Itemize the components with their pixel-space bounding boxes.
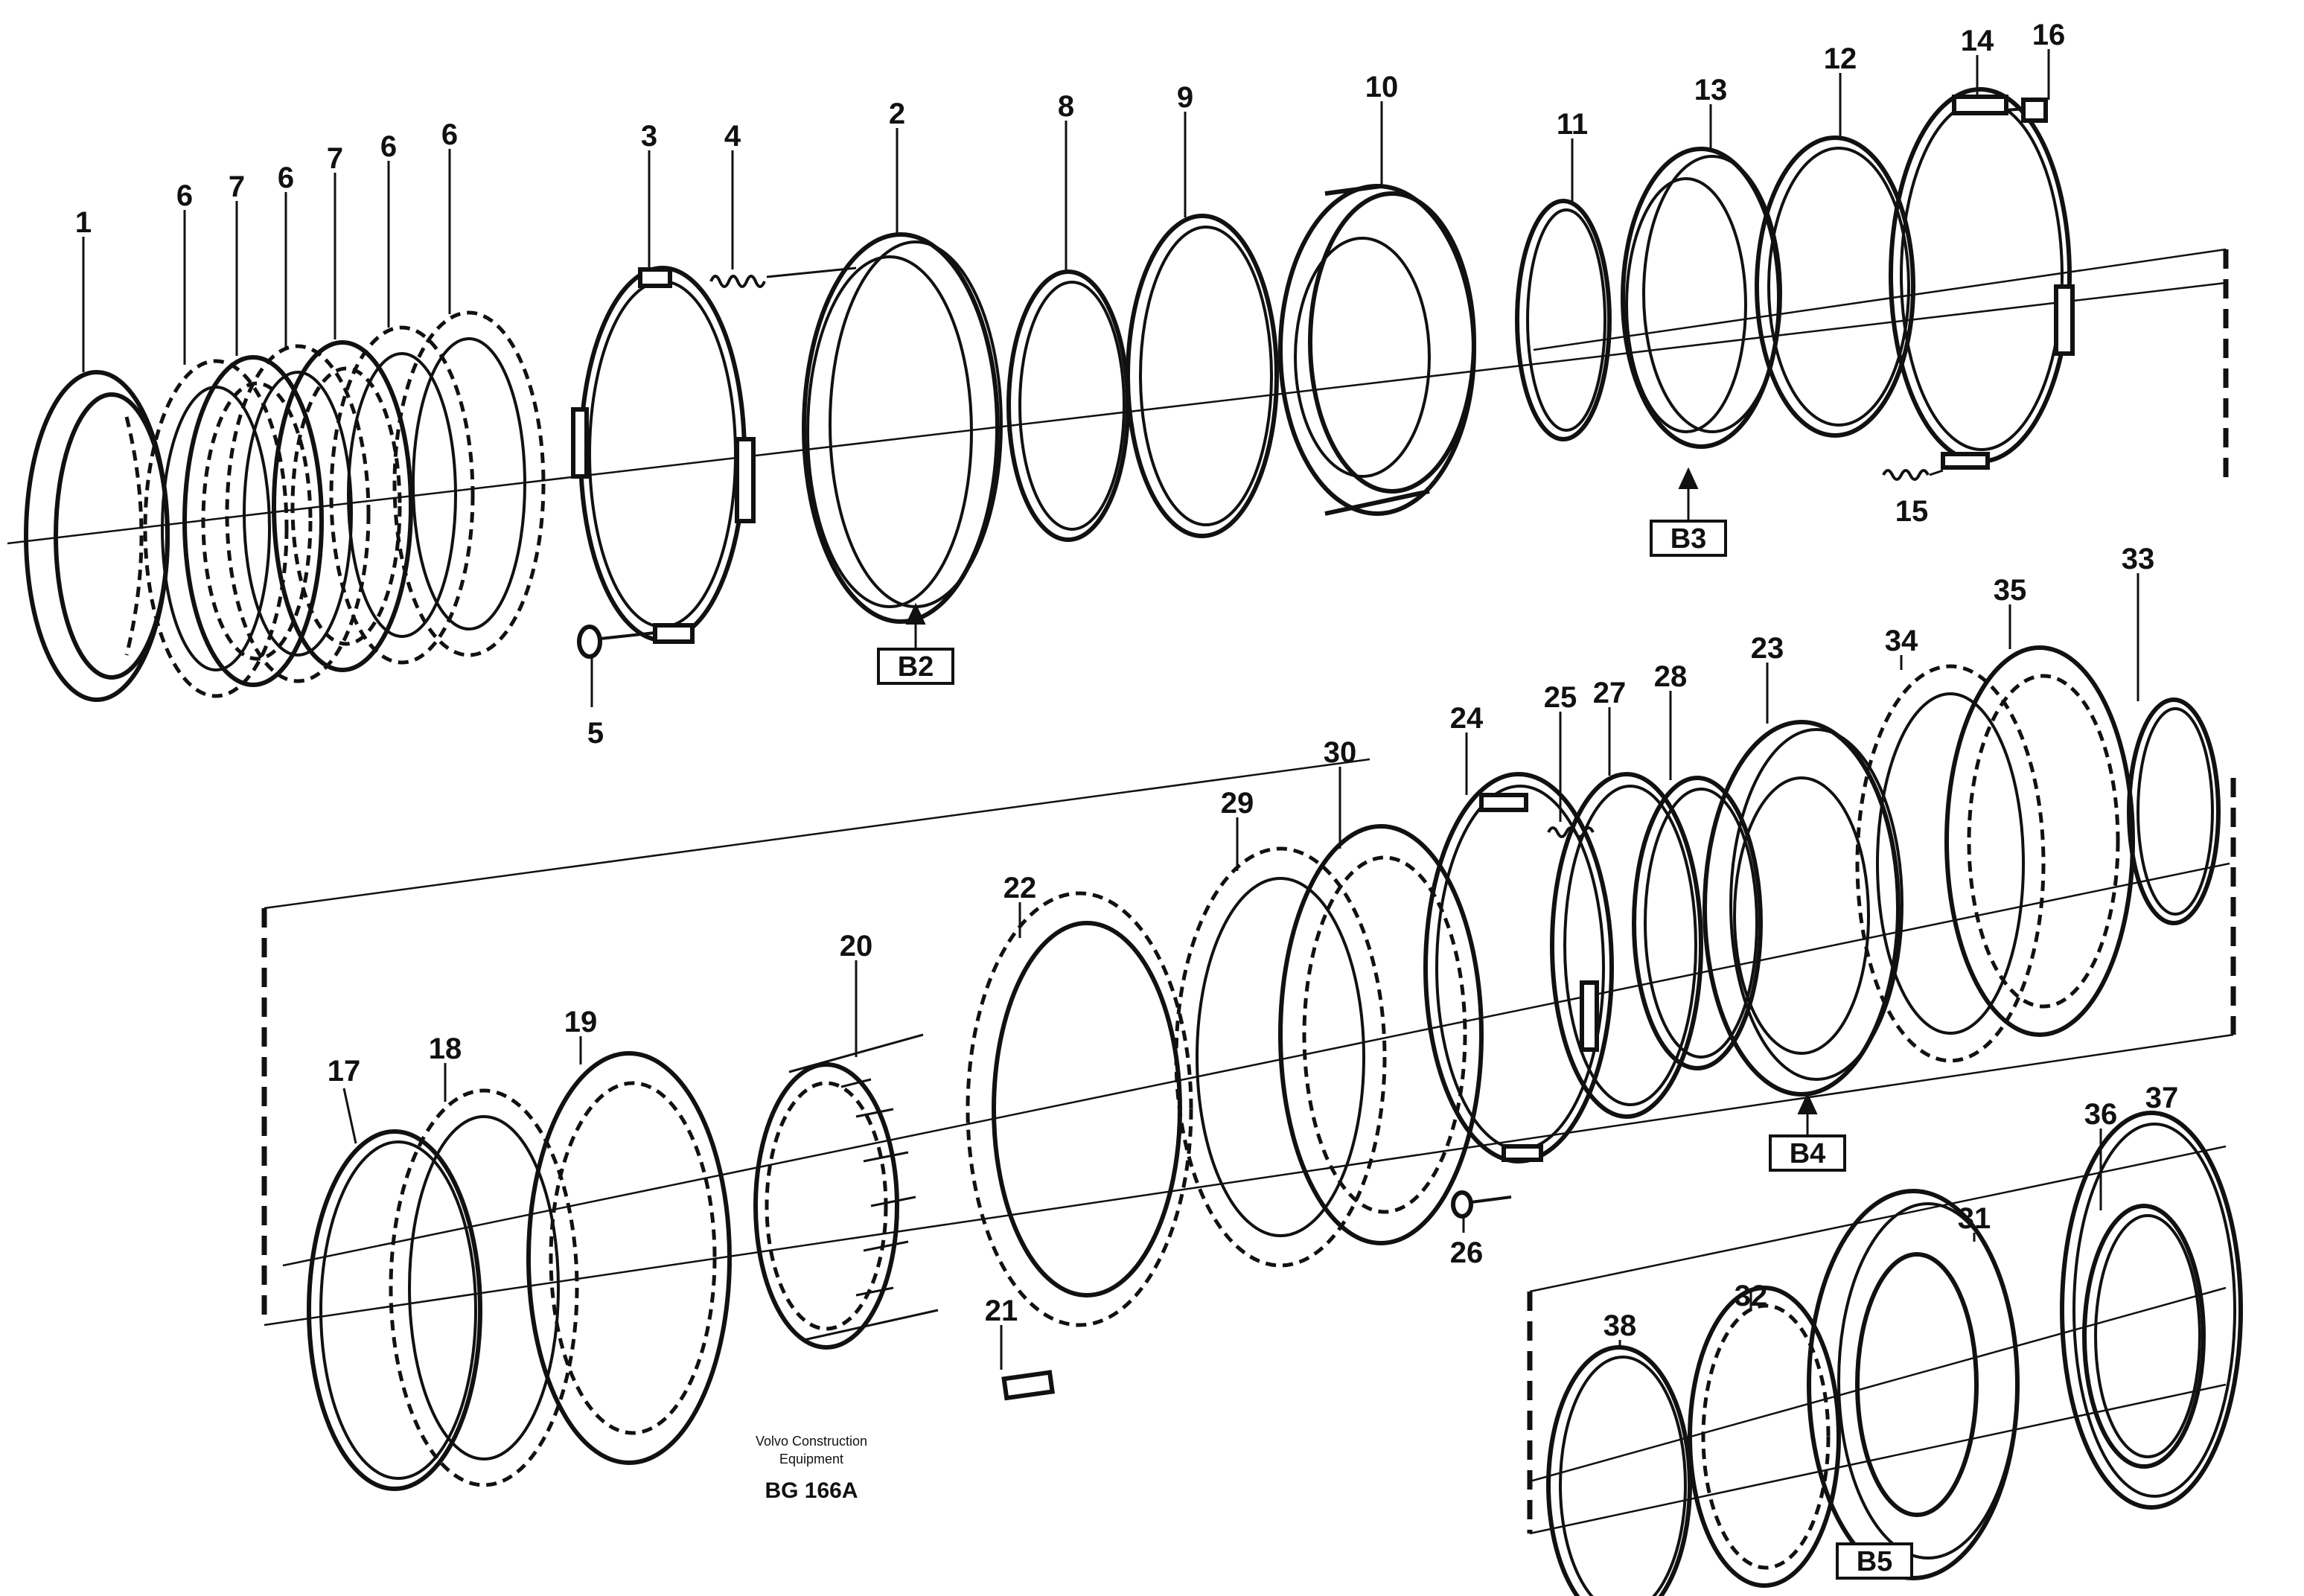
- reference-B4: B4: [1769, 1092, 1846, 1172]
- label-part-11: 11: [1557, 108, 1588, 141]
- label-part-6-d: 6: [441, 118, 458, 151]
- label-part-13: 13: [1694, 74, 1728, 106]
- part-18-friction-disc: [389, 1088, 579, 1487]
- part-36-seal-ring: [2082, 1204, 2206, 1469]
- label-part-37: 37: [2145, 1082, 2179, 1114]
- part-20-hub: [753, 1033, 939, 1350]
- part-22-gear-disc: [966, 891, 1193, 1327]
- part-6-disc-d: [392, 310, 546, 657]
- label-part-25: 25: [1544, 681, 1577, 714]
- part-14-retaining-ring: [1889, 87, 2075, 470]
- label-part-8: 8: [1058, 90, 1074, 123]
- ref-label-B5: B5: [1857, 1546, 1893, 1577]
- section-top: B2 B3 1 6 7 6 7 6 6 3 4 5 2 8 9: [7, 19, 2229, 750]
- label-part-36: 36: [2084, 1098, 2118, 1131]
- part-23-piston: [1703, 720, 1903, 1097]
- part-11-seal-ring: [1515, 199, 1612, 441]
- label-part-7-a: 7: [229, 170, 245, 203]
- section-middle: B4 17 18 19 20 21 22 29 30 24 26 25 27 2…: [261, 543, 2236, 1491]
- label-part-6-b: 6: [278, 162, 294, 194]
- part-38-seal-ring: [1546, 1345, 1692, 1596]
- label-part-1: 1: [75, 206, 92, 239]
- ref-label-B4: B4: [1790, 1138, 1826, 1169]
- part-29-friction-disc: [1174, 846, 1387, 1268]
- label-part-12: 12: [1824, 42, 1857, 75]
- reference-B2: B2: [877, 602, 954, 685]
- part-35-steel-disc: [1944, 645, 2135, 1037]
- caption-line-1: Volvo Construction: [756, 1434, 867, 1449]
- caption-block: Volvo Construction Equipment BG 166A: [756, 1434, 867, 1503]
- part-21-key: [1000, 1325, 1056, 1401]
- part-24-retaining-ring: [1423, 772, 1614, 1164]
- label-part-2: 2: [889, 98, 905, 130]
- part-9-seal-ring: [1126, 214, 1279, 538]
- label-part-10: 10: [1365, 71, 1399, 103]
- part-7-disc-a: [182, 355, 324, 687]
- label-part-30: 30: [1324, 736, 1357, 769]
- label-part-24: 24: [1450, 702, 1484, 735]
- ref-label-B3: B3: [1670, 523, 1707, 555]
- part-34-friction-disc: [1855, 664, 2046, 1063]
- caption-code: BG 166A: [765, 1478, 858, 1503]
- part-7-disc-b: [272, 340, 413, 672]
- label-part-34: 34: [1885, 625, 1918, 657]
- reference-B3: B3: [1650, 467, 1727, 557]
- part-6-disc-c: [329, 325, 475, 665]
- label-part-19: 19: [564, 1006, 598, 1038]
- label-part-27: 27: [1593, 677, 1627, 709]
- part-4-spring: [709, 275, 766, 288]
- label-part-21: 21: [985, 1295, 1018, 1327]
- label-part-6-c: 6: [380, 130, 397, 163]
- section-bottom: B5 38 32 31 36 37: [1527, 1082, 2243, 1596]
- label-part-20: 20: [840, 930, 873, 963]
- label-part-6-a: 6: [176, 179, 193, 212]
- part-26-bolt: [1451, 1190, 1512, 1233]
- label-part-17: 17: [328, 1055, 361, 1088]
- label-part-28: 28: [1654, 660, 1688, 693]
- part-10-piston: [1278, 184, 1476, 516]
- part-15-spring: [1882, 469, 1944, 481]
- part-32-spring-washer: [1688, 1286, 1841, 1588]
- part-1-ring: [24, 370, 170, 702]
- label-part-4: 4: [724, 120, 741, 153]
- label-part-3: 3: [641, 120, 657, 153]
- reference-B5: B5: [1836, 1542, 1913, 1580]
- caption-line-2: Equipment: [779, 1452, 843, 1466]
- label-part-38: 38: [1603, 1309, 1637, 1342]
- part-17-snap-ring: [307, 1129, 482, 1491]
- part-5-bolt: [577, 625, 656, 707]
- part-12-seal-ring: [1755, 135, 1915, 438]
- label-part-32: 32: [1735, 1280, 1768, 1312]
- part-6-disc-b: [225, 344, 371, 683]
- label-part-14: 14: [1961, 25, 1994, 57]
- label-part-16: 16: [2032, 19, 2066, 51]
- label-part-18: 18: [429, 1032, 462, 1065]
- part-16-bolt: [2005, 98, 2048, 123]
- label-part-22: 22: [1003, 872, 1037, 904]
- part-2-piston-housing: [802, 232, 1003, 624]
- label-part-26: 26: [1450, 1236, 1484, 1269]
- label-part-7-b: 7: [327, 142, 343, 175]
- label-part-33: 33: [2122, 543, 2155, 575]
- part-3-retaining-ring: [571, 266, 756, 644]
- part-28-seal-ring: [1632, 776, 1763, 1070]
- label-part-15: 15: [1895, 495, 1929, 528]
- ref-label-B2: B2: [898, 651, 934, 683]
- part-33-snap-ring: [2127, 698, 2221, 925]
- label-part-9: 9: [1177, 81, 1193, 114]
- part-31-piston: [1807, 1189, 2020, 1580]
- label-part-23: 23: [1751, 632, 1784, 665]
- part-13-piston: [1621, 147, 1782, 449]
- label-part-5: 5: [587, 717, 604, 750]
- label-part-35: 35: [1994, 574, 2027, 607]
- label-part-29: 29: [1221, 787, 1254, 820]
- part-19-steel-disc: [526, 1051, 732, 1465]
- part-8-seal-ring: [1006, 269, 1130, 542]
- part-30-steel-disc: [1278, 824, 1484, 1245]
- part-37-seal-ring: [2060, 1111, 2243, 1510]
- part-27-seal-ring: [1550, 772, 1703, 1119]
- label-part-31: 31: [1958, 1202, 1991, 1235]
